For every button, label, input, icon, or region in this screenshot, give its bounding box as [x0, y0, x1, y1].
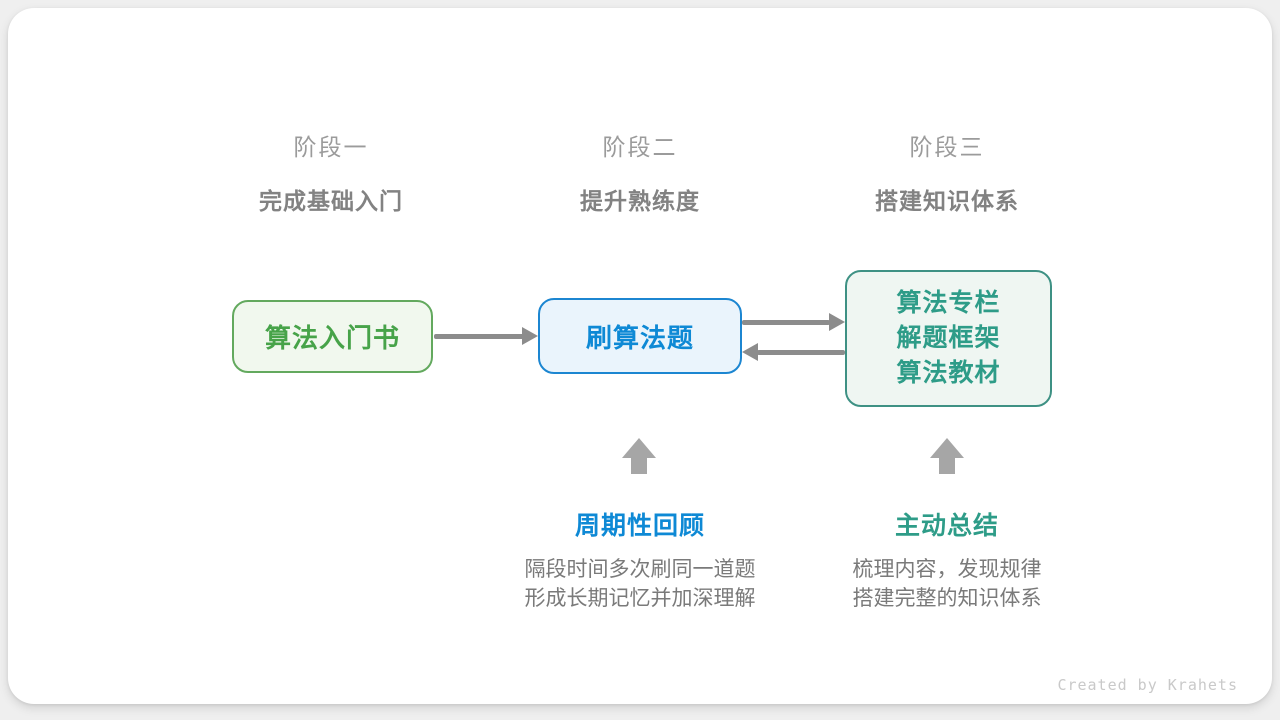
- annotation-active-summary-desc: 梳理内容，发现规律 搭建完整的知识体系: [767, 555, 1127, 613]
- annotation-active-summary-line-2: 搭建完整的知识体系: [852, 587, 1042, 610]
- stage-2-subtitle: 提升熟练度: [580, 188, 700, 214]
- up-arrow-icon: [622, 438, 656, 458]
- node-knowledge-system: 算法专栏 解题框架 算法教材: [845, 270, 1052, 407]
- annotation-periodic-review-title: 周期性回顾: [574, 512, 705, 540]
- stage-header-3: 阶段三 搭建知识体系: [797, 132, 1097, 216]
- node-knowledge-line-3: 算法教材: [896, 359, 1001, 387]
- node-knowledge-line-2: 解题框架: [896, 324, 1001, 352]
- annotation-periodic-review-line-2: 形成长期记忆并加深理解: [524, 587, 756, 610]
- node-practice-problems: 刷算法题: [538, 298, 742, 374]
- stage-header-2: 阶段二 提升熟练度: [490, 132, 790, 216]
- annotation-active-summary-line-1: 梳理内容，发现规律: [852, 558, 1042, 581]
- credit-text: Created by Krahets: [1057, 676, 1238, 694]
- node-intro-book-label: 算法入门书: [264, 323, 400, 353]
- stage-3-subtitle: 搭建知识体系: [875, 188, 1019, 214]
- arrow-1-shaft: [434, 334, 526, 339]
- node-practice-problems-label: 刷算法题: [585, 322, 694, 353]
- up-arrow-stem: [631, 458, 647, 474]
- arrow-right-icon: [829, 313, 845, 331]
- stage-header-1: 阶段一 完成基础入门: [181, 132, 481, 216]
- stage-2-label: 阶段二: [602, 134, 678, 160]
- up-arrow-stem: [939, 458, 955, 474]
- node-intro-book: 算法入门书: [232, 300, 433, 373]
- arrow-2-shaft: [742, 320, 830, 325]
- annotation-periodic-review-desc: 隔段时间多次刷同一道题 形成长期记忆并加深理解: [460, 555, 820, 613]
- node-knowledge-line-1: 算法专栏: [896, 289, 1001, 317]
- diagram-card: 阶段一 完成基础入门 阶段二 提升熟练度 阶段三 搭建知识体系 算法入门书 刷算…: [8, 8, 1272, 704]
- annotation-active-summary-title: 主动总结: [894, 512, 999, 540]
- stage-1-subtitle: 完成基础入门: [259, 188, 403, 214]
- arrow-3-shaft: [757, 350, 845, 355]
- stage-3-label: 阶段三: [909, 134, 985, 160]
- arrow-left-icon: [742, 343, 758, 361]
- arrow-right-icon: [522, 327, 538, 345]
- up-arrow-icon: [930, 438, 964, 458]
- stage-1-label: 阶段一: [293, 134, 369, 160]
- annotation-periodic-review-line-1: 隔段时间多次刷同一道题: [524, 558, 756, 581]
